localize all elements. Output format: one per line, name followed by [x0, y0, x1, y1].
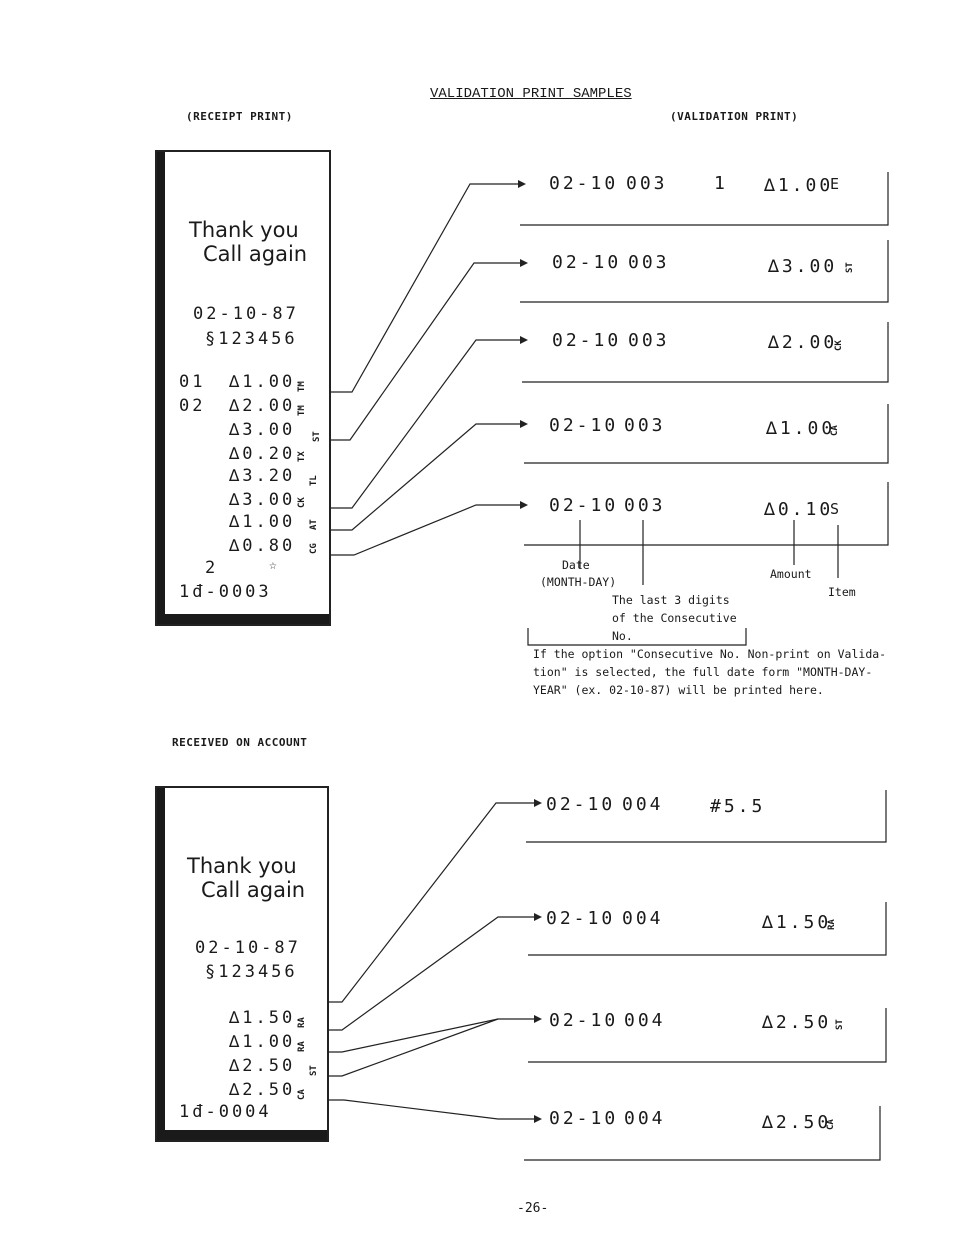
receipt-footer: 1đ-0003: [179, 582, 272, 602]
page-title: VALIDATION PRINT SAMPLES: [430, 86, 632, 102]
validation-date: 02-10: [549, 1108, 619, 1129]
validation-tag: ST: [845, 262, 855, 273]
receipt-left-edge: [157, 152, 165, 624]
subtotal-tag: ST: [309, 1065, 319, 1076]
annotation-date: Date: [562, 558, 590, 572]
validation-amount: ∆3.00: [768, 256, 838, 277]
validation-tag: CA: [830, 425, 840, 436]
validation-date: 02-10: [549, 415, 619, 436]
validation-date: 02-10: [552, 252, 622, 273]
validation-date: 02-10: [549, 1010, 619, 1031]
dept-row-amount: ∆1.00: [229, 372, 296, 392]
option-note-line: If the option "Consecutive No. Non-print…: [533, 647, 887, 661]
validation-amount: ∆1.00: [766, 418, 836, 439]
annotation-last3: The last 3 digits: [612, 593, 730, 607]
amount-tendered-tag: AT: [309, 519, 319, 530]
received-on-account-label: RECEIVED ON ACCOUNT: [172, 736, 308, 749]
annotation-of-consecutive: of the Consecutive: [612, 611, 737, 625]
page-number: -26-: [517, 1201, 549, 1216]
validation-amount: ∆2.00: [768, 332, 838, 353]
receipt-bottom-edge: [157, 1130, 327, 1140]
thank-you-text: Thank you: [187, 854, 297, 878]
validation-date: 02-10: [552, 330, 622, 351]
validation-amount: ∆2.50: [762, 1112, 832, 1133]
receipt-date: 02-10-87: [195, 938, 301, 958]
dept-row-tag: TM: [297, 381, 307, 392]
validation-seq: 003: [624, 415, 666, 436]
receipt-print-2: Thank you Call again 02-10-87 §123456 ∆1…: [155, 786, 329, 1142]
validation-tag: E: [830, 175, 843, 193]
check-amount: ∆3.00: [229, 490, 296, 510]
validation-amount: ∆1.50: [762, 912, 832, 933]
validation-tag: ST: [835, 1019, 845, 1030]
item-count-mark: ☆: [269, 558, 280, 573]
validation-seq: 003: [626, 173, 668, 194]
check-tag: CK: [297, 497, 307, 508]
validation-amount: #5.5: [710, 796, 766, 817]
change-amount: ∆0.80: [229, 536, 296, 556]
validation-seq: 004: [624, 1108, 666, 1129]
call-again-text: Call again: [201, 878, 306, 902]
dept-row-amount: ∆2.00: [229, 396, 296, 416]
validation-date: 02-10: [546, 794, 616, 815]
validation-tag: CK: [834, 340, 844, 351]
validation-amount: ∆2.50: [762, 1012, 832, 1033]
subtotal-amount: ∆2.50: [229, 1056, 296, 1076]
validation-seq: 003: [624, 495, 666, 516]
validation-amount: ∆1.00: [764, 175, 834, 196]
validation-tag: CA: [826, 1119, 836, 1130]
option-note-line: YEAR" (ex. 02-10-87) will be printed her…: [533, 683, 824, 697]
cash-amount: ∆2.50: [229, 1080, 296, 1100]
validation-seq: 003: [628, 330, 670, 351]
total-tag: TL: [309, 475, 319, 486]
item-count: 2: [205, 558, 219, 578]
receipt-left-edge: [157, 788, 165, 1140]
receipt-number: §123456: [205, 329, 298, 349]
annotation-amount: Amount: [770, 567, 812, 581]
subtotal-amount: ∆3.00: [229, 420, 296, 440]
annotation-no: No.: [612, 629, 633, 643]
receipt-print-1: Thank you Call again 02-10-87 §123456 01…: [155, 150, 331, 626]
validation-tag: S: [830, 500, 843, 518]
dept-row-left: 01: [179, 372, 206, 392]
validation-amount: ∆0.10: [764, 499, 834, 520]
total-amount: ∆3.20: [229, 466, 296, 486]
annotation-month-day: (MONTH-DAY): [540, 575, 617, 589]
validation-date: 02-10: [546, 908, 616, 929]
receipt-bottom-edge: [157, 614, 329, 624]
receipt-print-label: (RECEIPT PRINT): [186, 110, 293, 123]
amount-tendered: ∆1.00: [229, 512, 296, 532]
change-tag: CG: [309, 543, 319, 554]
cash-tag: CA: [297, 1089, 307, 1100]
ra-amount: ∆1.00: [229, 1032, 296, 1052]
annotation-item: Item: [828, 585, 856, 599]
validation-date: 02-10: [549, 495, 619, 516]
receipt-date: 02-10-87: [193, 304, 299, 324]
validation-seq: 004: [622, 908, 664, 929]
thank-you-text: Thank you: [189, 218, 299, 242]
validation-extra: 1: [714, 173, 728, 194]
validation-tag: RA: [827, 919, 837, 930]
subtotal-tag: ST: [312, 431, 322, 442]
receipt-footer: 1đ-0004: [179, 1102, 272, 1122]
call-again-text: Call again: [203, 242, 308, 266]
ra-tag: RA: [297, 1017, 307, 1028]
ra-tag: RA: [297, 1041, 307, 1052]
validation-seq: 004: [622, 794, 664, 815]
receipt-number: §123456: [205, 962, 298, 982]
validation-seq: 004: [624, 1010, 666, 1031]
validation-date: 02-10: [549, 173, 619, 194]
option-note-line: tion" is selected, the full date form "M…: [533, 665, 873, 679]
ra-amount: ∆1.50: [229, 1008, 296, 1028]
tax-tag: TX: [297, 451, 307, 462]
tax-amount: ∆0.20: [229, 444, 296, 464]
validation-print-label: (VALIDATION PRINT): [670, 110, 799, 123]
validation-seq: 003: [628, 252, 670, 273]
dept-row-left: 02: [179, 396, 206, 416]
dept-row-tag: TM: [297, 405, 307, 416]
